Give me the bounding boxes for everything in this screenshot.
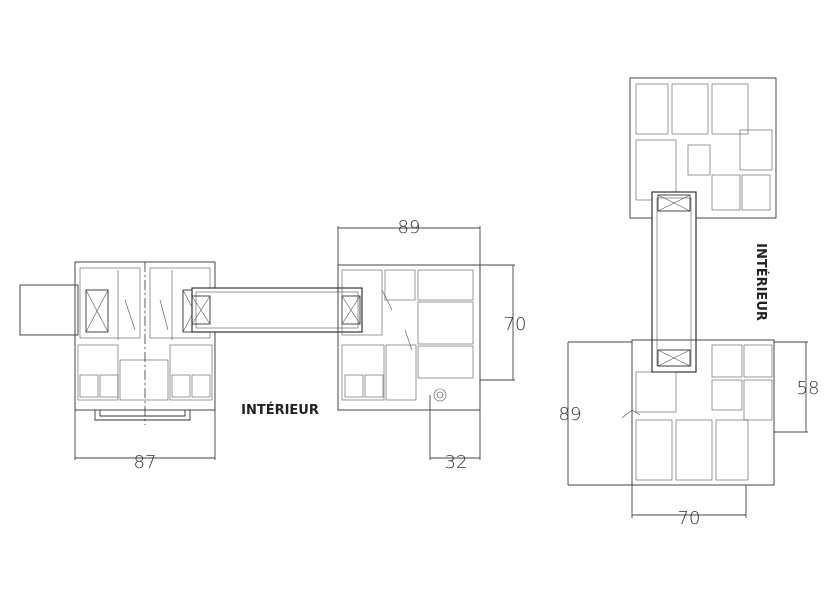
dim-58: 58 bbox=[797, 378, 820, 399]
right-profile-section bbox=[621, 77, 777, 486]
dimension-right-side bbox=[774, 341, 808, 433]
wall-block bbox=[19, 284, 79, 336]
dim-87: 87 bbox=[134, 452, 157, 473]
middle-profile-section bbox=[337, 264, 481, 411]
interior-label-left: INTÉRIEUR bbox=[241, 402, 319, 418]
vertical-glass-pane bbox=[651, 191, 697, 373]
horizontal-glass-pane bbox=[191, 287, 363, 333]
dimension-left-width bbox=[74, 410, 216, 460]
dimension-middle-top bbox=[337, 226, 481, 265]
dim-70-right: 70 bbox=[504, 314, 527, 335]
left-profile-section bbox=[19, 261, 216, 425]
dimension-middle-bottom bbox=[429, 380, 481, 460]
dim-70-bottom: 70 bbox=[678, 508, 701, 529]
dim-89-top: 89 bbox=[398, 217, 421, 238]
glazing-unit bbox=[85, 289, 109, 333]
frame-bottom bbox=[631, 339, 775, 486]
dim-89-right: 89 bbox=[559, 404, 582, 425]
frame-top bbox=[629, 77, 777, 219]
dimension-right-bottom bbox=[631, 485, 747, 518]
frame-outline bbox=[337, 264, 481, 411]
dimension-middle-right bbox=[480, 264, 515, 381]
dimension-right-left bbox=[567, 341, 632, 486]
interior-label-right: INTÉRIEUR bbox=[753, 243, 769, 321]
dim-32-bottom: 32 bbox=[445, 452, 468, 473]
